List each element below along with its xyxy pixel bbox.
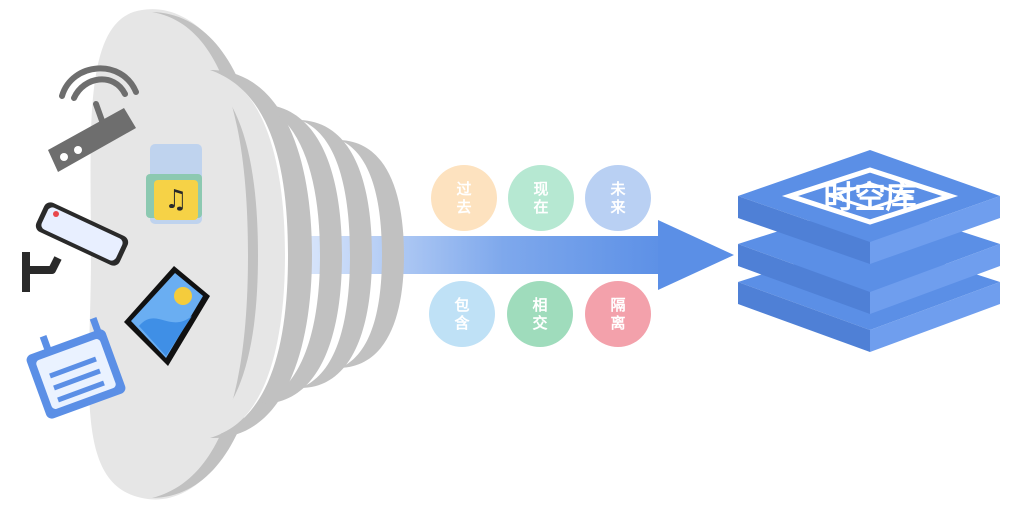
- bubble-present-char-1: 现: [533, 180, 548, 198]
- spatiotemporal-database-icon: 时空库: [738, 150, 1000, 352]
- bubble-contains-char-2: 含: [454, 314, 470, 332]
- bubble-past: 过 去: [431, 165, 497, 231]
- bubble-disjoint-char-2: 离: [610, 314, 625, 332]
- funnel-ring-3: [258, 104, 342, 405]
- bubble-contains: 包 含: [429, 281, 495, 347]
- funnel-ring-4: [300, 120, 372, 388]
- funnel-outer-ring: [88, 9, 269, 500]
- database-label: 时空库: [824, 180, 917, 216]
- funnel-ring-5: [340, 140, 404, 368]
- music-file-icon: ♫: [146, 144, 202, 224]
- bubble-intersects-char-2: 交: [532, 314, 547, 332]
- image-icon: [124, 266, 210, 366]
- notepad-icon: [26, 317, 126, 419]
- bubble-past-char-1: 过: [456, 180, 471, 198]
- bubble-contains-char-1: 包: [454, 296, 469, 314]
- svg-text:♫: ♫: [164, 185, 187, 215]
- security-camera-icon: [22, 202, 129, 292]
- funnel-ring-1-back: [195, 69, 285, 439]
- funnel: [88, 9, 404, 500]
- bubble-future-char-1: 未: [609, 180, 626, 198]
- bubble-past-char-2: 去: [456, 198, 471, 216]
- bubble-disjoint-char-1: 隔: [610, 296, 625, 314]
- bubble-disjoint: 隔 离: [585, 281, 651, 347]
- funnel-ring-1: [152, 12, 268, 498]
- bubble-future-char-2: 来: [609, 198, 626, 216]
- bubble-present: 现 在: [508, 165, 574, 231]
- bubble-future: 未 来: [585, 165, 651, 231]
- bubble-intersects-char-1: 相: [532, 296, 547, 314]
- router-icon: [48, 65, 139, 172]
- funnel-ring-2: [210, 70, 312, 439]
- bubble-intersects: 相 交: [507, 281, 573, 347]
- bubble-present-char-2: 在: [533, 198, 548, 216]
